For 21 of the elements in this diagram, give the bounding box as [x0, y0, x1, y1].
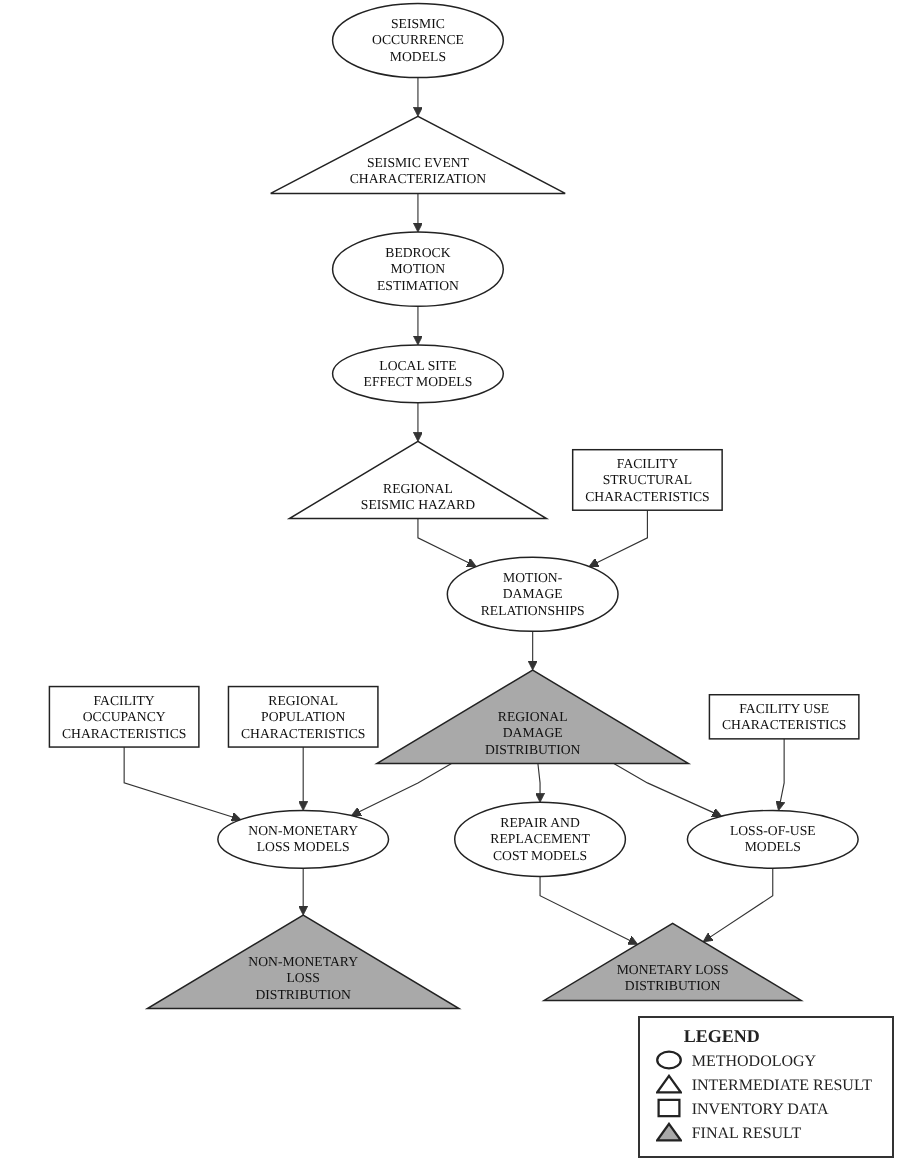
arrow: [528, 630, 539, 671]
arrow: [776, 738, 787, 811]
arrow: [614, 762, 723, 818]
arrow: [413, 402, 424, 442]
arrow: [299, 746, 310, 811]
arrow: [413, 77, 424, 117]
legend-text: METHODOLOGY: [691, 1051, 817, 1069]
arrow: [540, 875, 639, 945]
arrow: [124, 746, 243, 822]
arrow: [351, 762, 453, 817]
arrow: [535, 762, 546, 803]
arrow: [703, 867, 775, 943]
arrow: [299, 867, 310, 916]
arrow: [413, 305, 424, 346]
arrow: [418, 517, 478, 568]
legend-text: INVENTORY DATA: [691, 1099, 829, 1117]
legend-text: FINAL RESULT: [691, 1123, 802, 1141]
legend-text: INTERMEDIATE RESULT: [691, 1075, 872, 1093]
arrow: [413, 192, 424, 233]
arrow: [589, 509, 649, 568]
legend-title: LEGEND: [683, 1026, 762, 1046]
